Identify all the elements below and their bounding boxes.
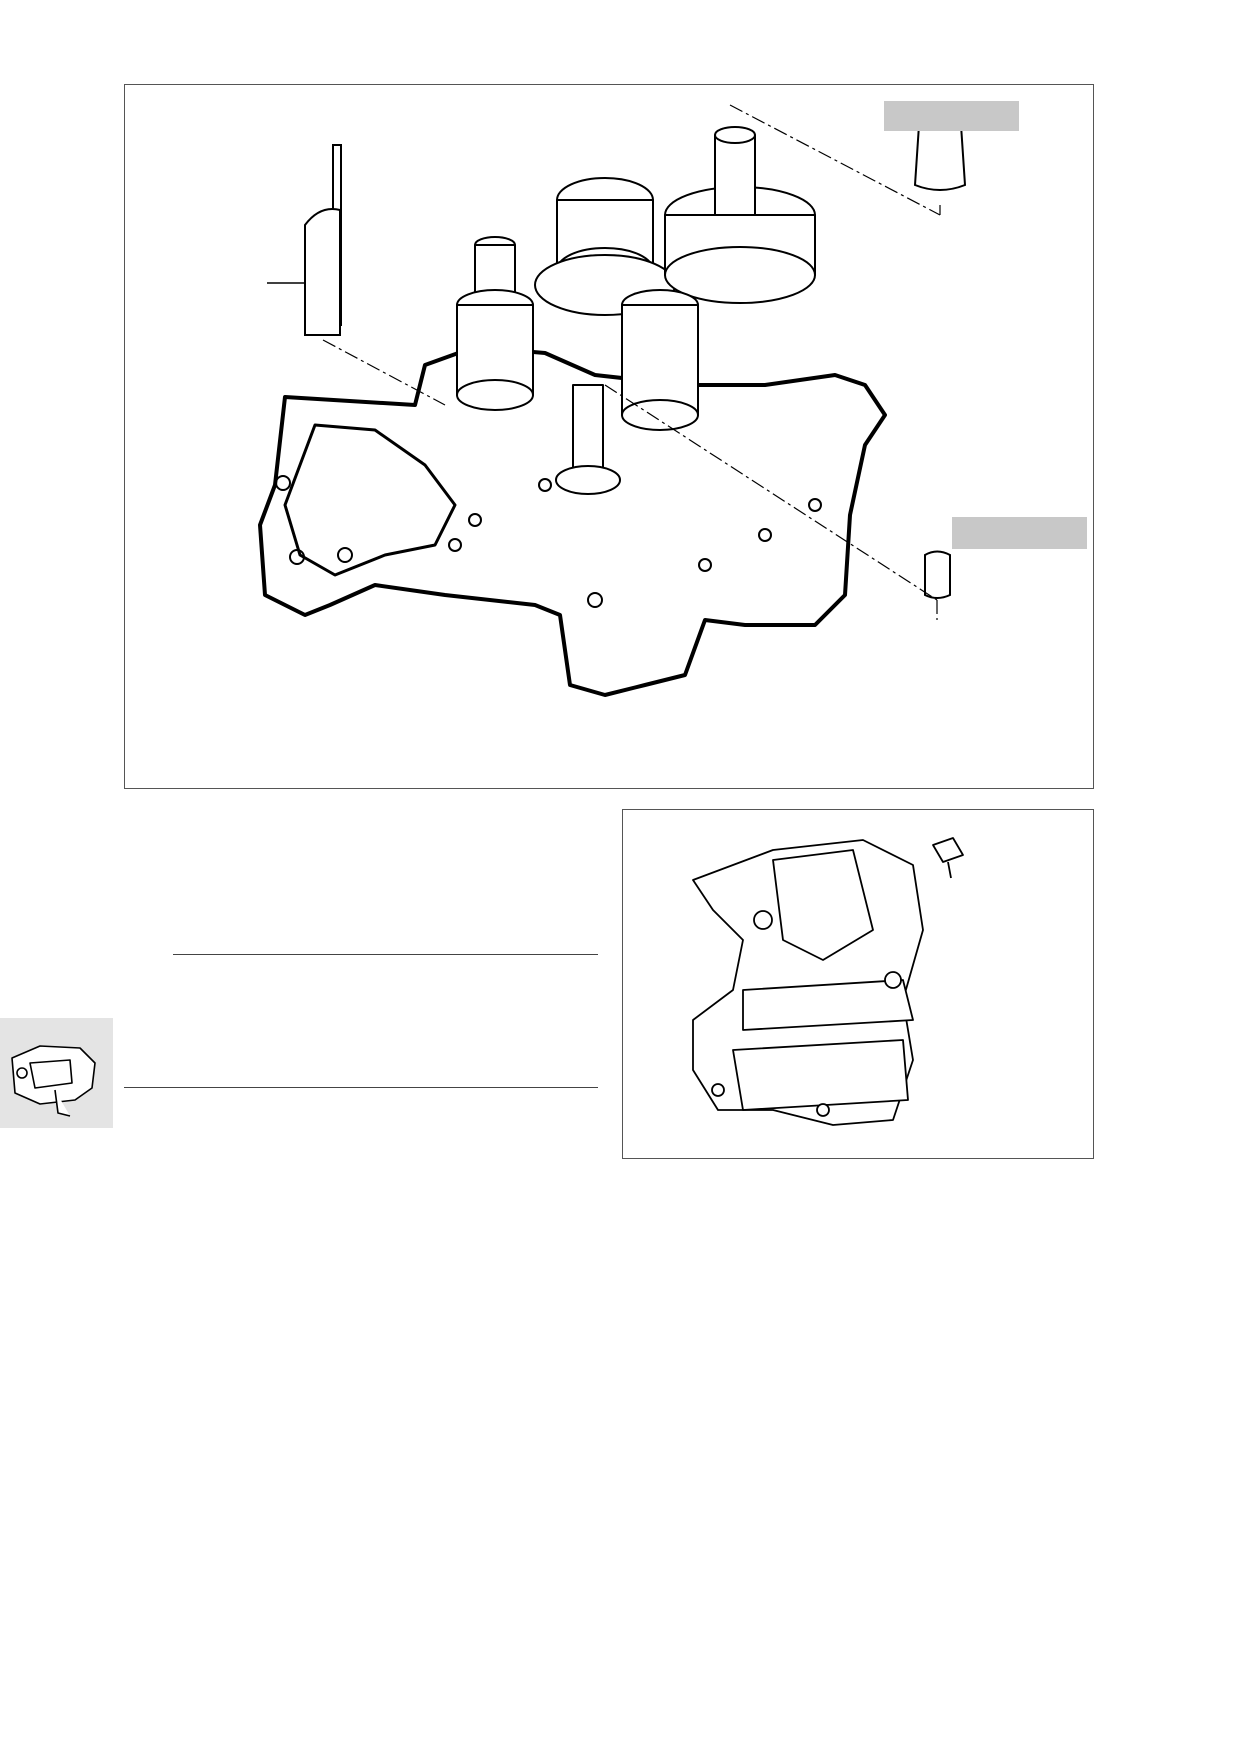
section-thumbnail-tab	[0, 1018, 113, 1128]
divider-rule	[124, 1087, 598, 1088]
callout-label-middle	[952, 517, 1087, 549]
transmission-housing-icon	[692, 837, 964, 1126]
callout-label-top	[884, 101, 1019, 131]
reference-figure-frame	[622, 809, 1094, 1159]
gearbox-exploded-icon	[258, 104, 967, 697]
gearbox-thumbnail-icon	[11, 1045, 96, 1117]
main-figure-frame	[124, 84, 1094, 789]
divider-rule	[173, 954, 598, 955]
